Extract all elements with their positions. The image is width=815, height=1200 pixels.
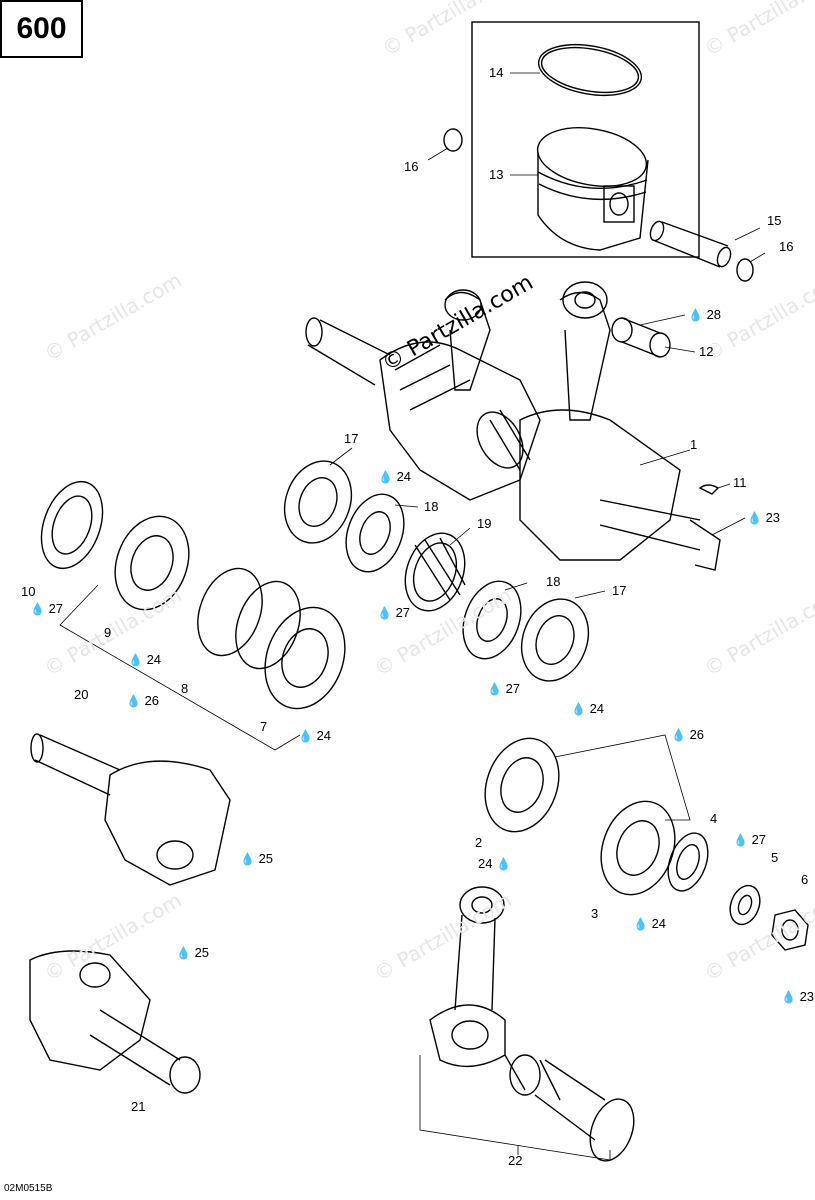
callout-20: 20 [74,687,89,702]
callout-17: 17 [612,583,627,598]
ball-bearing-lower [520,598,590,682]
callout-13: 13 [489,167,504,182]
oil-drop-icon: 💧 [733,833,748,847]
callout-26: 💧 26 [126,693,160,709]
washer [729,884,761,926]
ball-bearing-upper [283,460,353,544]
callout-6: 6 [801,872,809,887]
crankshaft-half-pto [30,733,231,886]
callout-24: 24 💧 [478,856,512,872]
connecting-rod-assembly [429,886,635,1162]
callout-27: 💧 27 [377,605,411,621]
callout-18: 18 [424,499,439,514]
oil-drop-icon: 💧 [128,653,143,667]
piston-ring [537,43,643,97]
callout-24: 💧 24 [571,701,605,717]
ball-bearing-7 [264,606,346,710]
piston-kit-box [471,21,700,258]
callout-25: 💧 25 [240,851,274,867]
oil-drop-icon: 💧 [30,602,45,616]
oil-seal-upper [345,493,405,573]
oil-drop-icon: 💧 [487,682,502,696]
callout-16: 16 [404,159,419,174]
oil-drop-icon: 💧 [298,729,313,743]
crank-seal [40,480,104,570]
piston [536,127,649,251]
group-bracket-right [554,734,691,821]
callout-17: 17 [344,431,359,446]
crankshaft-nut [771,909,809,951]
piston-pin-circlip [443,128,463,152]
callout-21: 21 [131,1099,146,1114]
callout-8: 8 [181,681,189,696]
oil-drop-icon: 💧 [126,694,141,708]
model-number-box: 600 [0,0,83,58]
callout-27: 💧 27 [487,681,521,697]
woodruff-key [698,484,720,495]
ball-bearing-2 [484,737,560,833]
ball-bearing-3 [600,800,676,896]
oil-drop-icon: 💧 [781,990,796,1004]
callout-23: 💧 23 [781,989,815,1005]
callout-24: 💧 24 [633,916,667,932]
oil-drop-icon: 💧 [747,511,762,525]
callout-23: 💧 23 [747,510,781,526]
callout-7: 7 [260,719,268,734]
oil-drop-icon: 💧 [240,852,255,866]
callout-22: 22 [508,1153,523,1168]
small-end-bearing [611,317,671,358]
callout-10: 10 [21,584,36,599]
callout-27: 💧 27 [30,601,64,617]
crankshaft-half-mag [29,950,201,1094]
callout-26: 💧 26 [671,727,705,743]
drawing-reference: 02M0515B [4,1183,53,1194]
callout-5: 5 [771,850,779,865]
callout-14: 14 [489,65,504,80]
oil-seal-4 [667,832,709,892]
ball-bearing-9 [114,515,190,611]
callout-11: 11 [733,475,747,490]
callout-18: 18 [546,574,561,589]
piston-pin-circlip-right [736,258,754,282]
callout-24: 💧 24 [128,652,162,668]
callout-25: 💧 25 [176,945,210,961]
piston-pin [649,220,732,268]
oil-drop-icon: 💧 [378,470,393,484]
callout-4: 4 [710,811,718,826]
oil-drop-icon: 💧 [688,308,703,322]
callout-2: 2 [475,835,483,850]
callout-24: 💧 24 [378,469,412,485]
leader-lines [329,72,766,599]
oil-drop-icon: 💧 [496,857,512,871]
callout-1: 1 [690,437,698,452]
oil-drop-icon: 💧 [633,917,648,931]
oil-drop-icon: 💧 [571,702,586,716]
callout-12: 12 [699,344,714,359]
callout-19: 19 [477,516,492,531]
callout-16: 16 [779,239,794,254]
callout-24: 💧 24 [298,728,332,744]
oil-drop-icon: 💧 [671,728,686,742]
callout-28: 💧 28 [688,307,722,323]
callout-9: 9 [104,625,112,640]
oil-drop-icon: 💧 [377,606,392,620]
crankshaft-assembly [305,281,721,571]
oil-seal-lower [462,580,522,660]
drive-gear [404,532,466,612]
distance-rings [197,567,301,670]
group-bracket-22 [419,1055,611,1161]
callout-15: 15 [767,213,782,228]
group-bracket-left [59,584,301,751]
callout-3: 3 [591,906,599,921]
oil-drop-icon: 💧 [176,946,191,960]
callout-27: 💧 27 [733,832,767,848]
